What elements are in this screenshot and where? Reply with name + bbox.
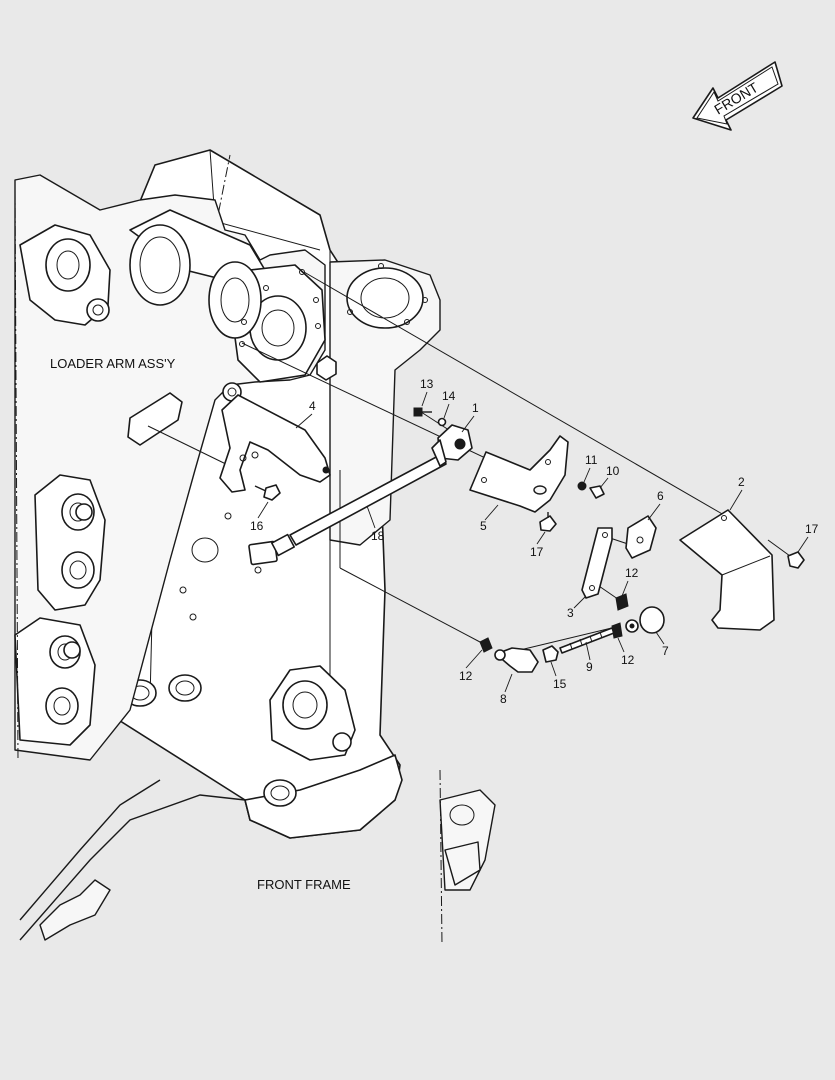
callout-3: 3	[567, 606, 574, 620]
callout-1: 1	[472, 401, 479, 415]
callout-12-c: 12	[459, 669, 473, 683]
callout-17-a: 17	[530, 545, 544, 559]
callout-4: 4	[309, 399, 316, 413]
front-direction-arrow: FRONT	[692, 61, 783, 131]
callouts: 13 14 1 4 16 18 5 17 11 10 6 2 17 12 3 7…	[250, 377, 819, 706]
part-14-washer	[437, 417, 447, 427]
callout-12-a: 12	[625, 566, 639, 580]
part-6-plate	[625, 515, 657, 559]
part-17-bolt-b	[787, 551, 805, 569]
part-12-washer-c	[479, 637, 493, 653]
part-12-washer-a	[615, 593, 629, 611]
callout-11: 11	[585, 453, 598, 467]
callout-10: 10	[606, 464, 620, 478]
callout-2: 2	[738, 475, 745, 489]
part-3-link	[581, 527, 613, 599]
part-12-washer-b	[611, 622, 623, 639]
callout-5: 5	[480, 519, 487, 533]
part-7-ball-joint	[625, 606, 665, 634]
part-1-sensor	[431, 424, 473, 467]
callout-15: 15	[553, 677, 567, 691]
part-8-ball-joint	[494, 647, 539, 673]
part-5-bracket	[469, 435, 569, 513]
part-10-bolt	[589, 485, 605, 499]
part-17-bolt-a	[539, 512, 557, 532]
callout-12-b: 12	[621, 653, 635, 667]
part-2-cover	[679, 509, 775, 631]
callout-17-b: 17	[805, 522, 819, 536]
part-4-bracket	[219, 394, 331, 493]
part-16-bolt	[254, 484, 281, 501]
callout-6: 6	[657, 489, 664, 503]
callout-13: 13	[420, 377, 434, 391]
loader-arm-label: LOADER ARM ASS'Y	[50, 356, 176, 371]
callout-9: 9	[586, 660, 593, 674]
callout-14: 14	[442, 389, 456, 403]
callout-8: 8	[500, 692, 507, 706]
part-13-bolt	[413, 407, 432, 417]
callout-18: 18	[371, 529, 385, 543]
callout-7: 7	[662, 644, 669, 658]
part-15-nut	[542, 645, 559, 663]
part-9-rod	[559, 627, 615, 654]
part-18-harness	[248, 454, 447, 566]
part-11-washer	[577, 481, 587, 491]
callout-16: 16	[250, 519, 264, 533]
front-frame-label: FRONT FRAME	[257, 877, 351, 892]
loader-arm-assembly	[14, 174, 326, 761]
